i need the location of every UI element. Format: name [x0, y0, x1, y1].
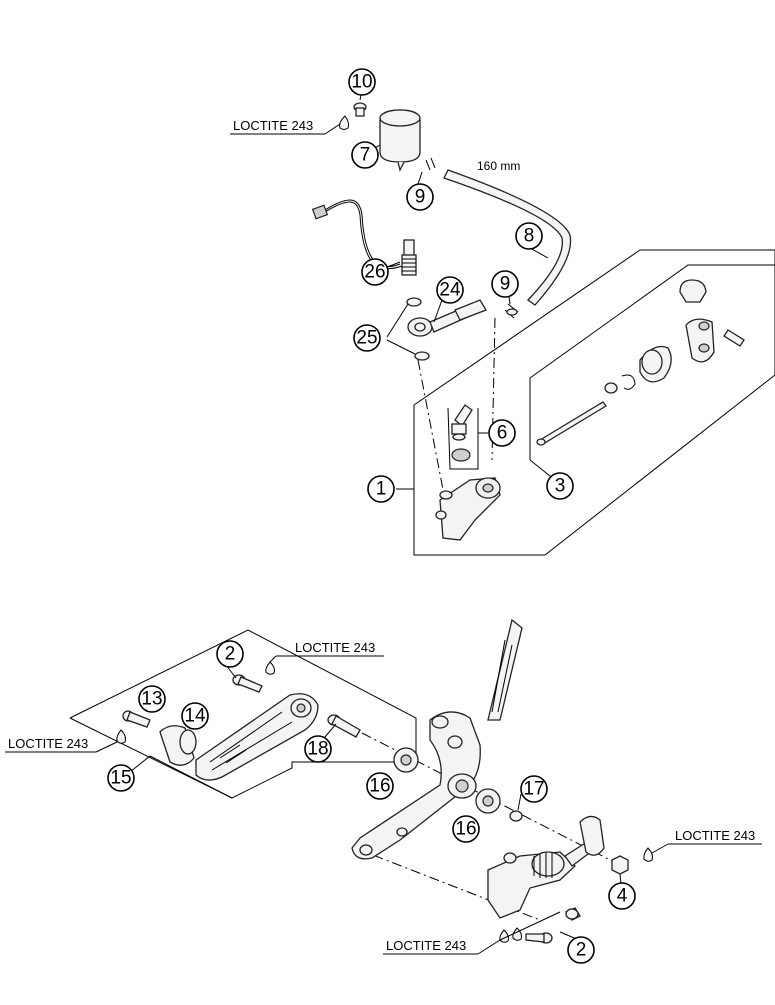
- loctite-label-reservoir: LOCTITE 243: [233, 118, 313, 133]
- loctite-drop-icon: [643, 847, 653, 862]
- banjo-hose-fitting: [407, 299, 487, 337]
- pivot-bolt: [232, 674, 263, 693]
- spacer-sleeve: [509, 810, 523, 822]
- callout-8: 8: [515, 222, 543, 250]
- loctite-label-pedal-left: LOCTITE 243: [8, 736, 88, 751]
- callout-13: 13: [138, 685, 166, 713]
- svg-text:16: 16: [455, 819, 476, 840]
- callout-25: 25: [353, 324, 381, 352]
- svg-text:9: 9: [415, 187, 426, 208]
- kit-outline-master-cylinder: [413, 249, 775, 556]
- loctite-drop-icon: [116, 729, 126, 744]
- hose-clamp-icon: [425, 157, 436, 171]
- brake-light-switch: [401, 239, 417, 276]
- svg-text:6: 6: [497, 423, 508, 444]
- kit-outline-pedal: [69, 629, 417, 799]
- master-cylinder: [435, 477, 501, 541]
- loctite-drop-icon: [265, 661, 275, 675]
- svg-text:2: 2: [576, 940, 587, 961]
- callout-24: 24: [436, 276, 464, 304]
- callout-18: 18: [304, 735, 332, 763]
- circlip: [621, 374, 636, 390]
- mounting-bolt: [525, 932, 553, 944]
- rubber-boot: [639, 345, 672, 383]
- callout-17: 17: [520, 775, 548, 803]
- svg-text:8: 8: [524, 226, 535, 247]
- clevis-nut: [679, 279, 707, 303]
- hose-length-label: 160 mm: [477, 159, 520, 173]
- connector-kit: [447, 404, 479, 470]
- reservoir-hose: [443, 169, 572, 306]
- callout-4: 4: [608, 882, 636, 910]
- svg-text:26: 26: [364, 262, 385, 283]
- pedal-rubber: [159, 725, 197, 766]
- rear-brake-master-cylinder: [487, 815, 605, 919]
- callout-2: 2: [216, 640, 244, 668]
- svg-text:18: 18: [307, 739, 328, 760]
- loctite-label-pedal-top: LOCTITE 243: [295, 640, 375, 655]
- svg-text:16: 16: [369, 776, 390, 797]
- svg-text:4: 4: [617, 886, 628, 907]
- sealing-washer: [414, 351, 430, 361]
- callout-15: 15: [107, 764, 135, 792]
- loctite-label-bottom: LOCTITE 243: [386, 938, 466, 953]
- pivot-bearing: [475, 788, 501, 814]
- brake-pedal-lever: [195, 693, 319, 781]
- loctite-drop-icon: [512, 927, 522, 941]
- callout-1: 1: [367, 475, 395, 503]
- callout-16: 16: [452, 815, 480, 843]
- clevis-fork: [685, 318, 745, 363]
- piston-rod: [536, 401, 607, 446]
- callout-6: 6: [488, 419, 516, 447]
- sealing-washer: [406, 297, 422, 307]
- callout-2: 2: [567, 936, 595, 964]
- footrest-pin: [122, 710, 151, 728]
- svg-text:14: 14: [184, 706, 206, 727]
- svg-text:9: 9: [500, 274, 511, 295]
- brake-light-switch-cable: [321, 199, 401, 268]
- svg-text:10: 10: [351, 72, 372, 93]
- hose-clamp-icon: [504, 303, 519, 319]
- svg-text:25: 25: [356, 328, 377, 349]
- svg-text:3: 3: [555, 476, 566, 497]
- callout-9: 9: [491, 270, 519, 298]
- svg-text:13: 13: [141, 689, 162, 710]
- mounting-bolt: [564, 907, 581, 921]
- brake-fluid-reservoir: [379, 109, 421, 172]
- svg-text:1: 1: [376, 479, 387, 500]
- callout-7: 7: [351, 141, 379, 169]
- lock-nut: [611, 855, 629, 875]
- callout-14: 14: [181, 702, 209, 730]
- pedal-pivot-bolt: [327, 714, 361, 738]
- svg-text:15: 15: [110, 768, 131, 789]
- kit-outline-piston: [529, 264, 775, 379]
- svg-text:2: 2: [225, 644, 236, 665]
- svg-text:24: 24: [439, 280, 461, 301]
- pivot-bearing: [393, 747, 419, 773]
- svg-text:17: 17: [523, 779, 544, 800]
- callout-10: 10: [348, 68, 376, 96]
- callout-26: 26: [361, 258, 389, 286]
- callout-16: 16: [366, 772, 394, 800]
- svg-text:7: 7: [360, 145, 371, 166]
- reservoir-screw: [353, 102, 367, 117]
- callout-3: 3: [546, 472, 574, 500]
- footrest-bracket: [351, 618, 523, 860]
- callout-9: 9: [406, 183, 434, 211]
- loctite-label-right: LOCTITE 243: [675, 828, 755, 843]
- loctite-drop-icon: [339, 115, 350, 130]
- retaining-ring: [604, 382, 618, 394]
